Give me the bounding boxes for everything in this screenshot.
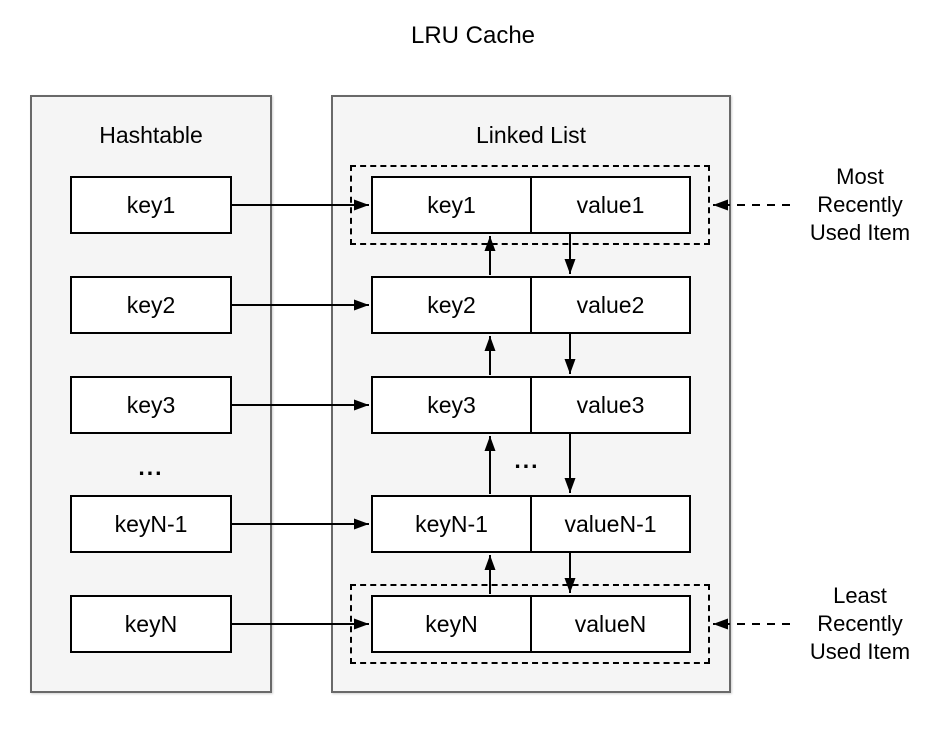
linked-list-node: key2 value2 — [371, 276, 691, 334]
hashtable-title: Hashtable — [99, 122, 203, 148]
hashtable-key-box: keyN-1 — [70, 495, 232, 553]
hashtable-key-box: key3 — [70, 376, 232, 434]
diagram-title: LRU Cache — [410, 22, 536, 49]
node-value-cell: value2 — [576, 291, 645, 318]
hashtable-key-box: key2 — [70, 276, 232, 334]
node-value-cell: valueN — [574, 610, 647, 637]
node-value-cell: value3 — [576, 391, 645, 418]
node-key-cell: keyN-1 — [373, 497, 532, 551]
linked-list-ellipsis: ... — [514, 446, 540, 473]
node-key-cell: keyN — [373, 597, 532, 651]
mru-label: Most Recently Used Item — [809, 164, 911, 245]
node-key-cell: key1 — [373, 178, 532, 232]
lru-label: Least Recently Used Item — [809, 583, 911, 664]
linked-list-node: keyN-1 valueN-1 — [371, 495, 691, 553]
linked-list-title: Linked List — [476, 122, 586, 148]
linked-list-node: keyN valueN — [371, 595, 691, 653]
node-value-cell: value1 — [576, 191, 645, 218]
linked-list-node: key1 value1 — [371, 176, 691, 234]
node-value-cell: valueN-1 — [564, 510, 657, 537]
node-key-cell: key3 — [373, 378, 532, 432]
node-key-cell: key2 — [373, 278, 532, 332]
hashtable-key-box: keyN — [70, 595, 232, 653]
hashtable-key-box: key1 — [70, 176, 232, 234]
linked-list-node: key3 value3 — [371, 376, 691, 434]
hashtable-ellipsis: ... — [138, 453, 164, 480]
